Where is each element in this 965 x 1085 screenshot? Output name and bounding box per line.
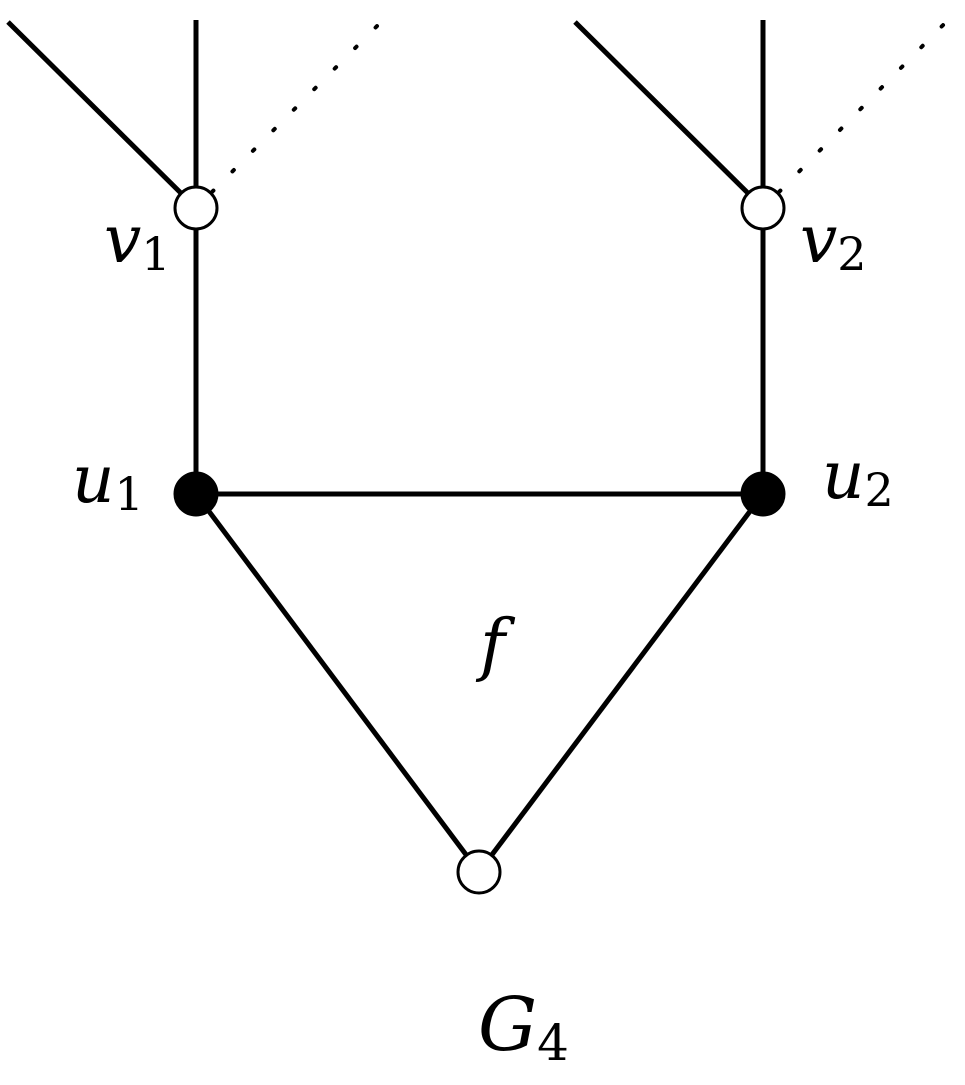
node-v2-open — [740, 185, 786, 231]
edge-v1-up-right-dotted — [210, 16, 387, 194]
label-u2: u2 — [822, 437, 894, 517]
edge-u2-w — [477, 492, 765, 874]
label-u1: u1 — [72, 441, 144, 521]
node-v1-open — [173, 185, 219, 231]
node-u2-filled — [740, 471, 786, 517]
edge-u1-w — [193, 492, 482, 874]
edge-v2-up-right-dotted — [777, 16, 952, 194]
edge-v1-up-left — [6, 20, 198, 210]
figure-caption: G4 — [478, 982, 569, 1072]
label-v2: v2 — [800, 201, 867, 281]
edge-v2-up-left — [573, 20, 765, 210]
node-u1-filled — [173, 471, 219, 517]
label-v1: v1 — [104, 201, 171, 281]
node-w-open — [456, 849, 502, 895]
face-label-f: f — [475, 606, 516, 685]
